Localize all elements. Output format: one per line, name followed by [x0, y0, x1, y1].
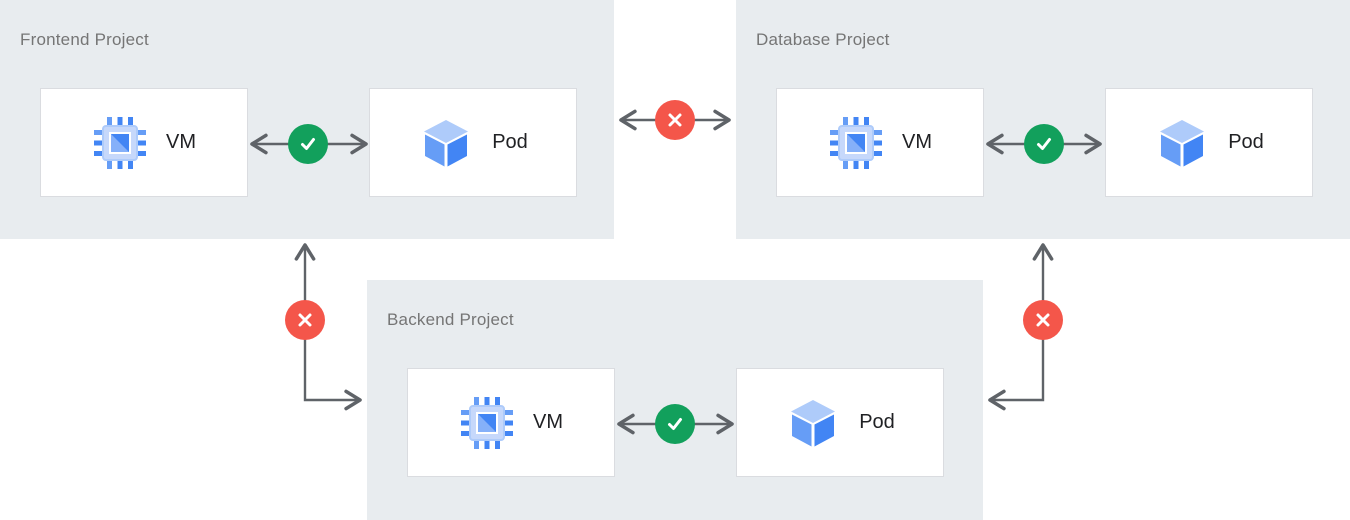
pod-cube-icon: [1160, 119, 1205, 166]
database-pod-node: Pod: [1105, 88, 1313, 197]
frontend-pod-label: Pod: [492, 131, 528, 153]
backend-project-panel: Backend Project VM Pod: [367, 280, 983, 520]
backend-allowed-check-icon: [655, 404, 695, 444]
frontend-pod-node: Pod: [369, 88, 577, 197]
backend-vm-node: VM: [407, 368, 615, 477]
frontend-vm-node: VM: [40, 88, 248, 197]
frontend-project-title: Frontend Project: [20, 30, 149, 49]
vm-chip-icon: [94, 116, 146, 169]
backend-vm-label: VM: [533, 411, 563, 433]
database-vm-label: VM: [902, 131, 932, 153]
database-vm-node: VM: [776, 88, 984, 197]
frontend-vm-label: VM: [166, 131, 196, 153]
backend-pod-label: Pod: [859, 411, 895, 433]
database-project-title: Database Project: [756, 30, 890, 49]
frontend-database-blocked-x-icon: [655, 100, 695, 140]
frontend-allowed-check-icon: [288, 124, 328, 164]
backend-pod-node: Pod: [736, 368, 944, 477]
database-allowed-check-icon: [1024, 124, 1064, 164]
pod-cube-icon: [791, 399, 836, 446]
frontend-project-panel: Frontend Project VM Pod: [0, 0, 614, 239]
vm-chip-icon: [830, 116, 882, 169]
database-project-panel: Database Project VM Pod: [736, 0, 1350, 239]
database-backend-blocked-x-icon: [1023, 300, 1063, 340]
vm-chip-icon: [461, 396, 513, 449]
frontend-backend-blocked-x-icon: [285, 300, 325, 340]
backend-project-title: Backend Project: [387, 310, 514, 329]
pod-cube-icon: [424, 119, 469, 166]
database-pod-label: Pod: [1228, 131, 1264, 153]
